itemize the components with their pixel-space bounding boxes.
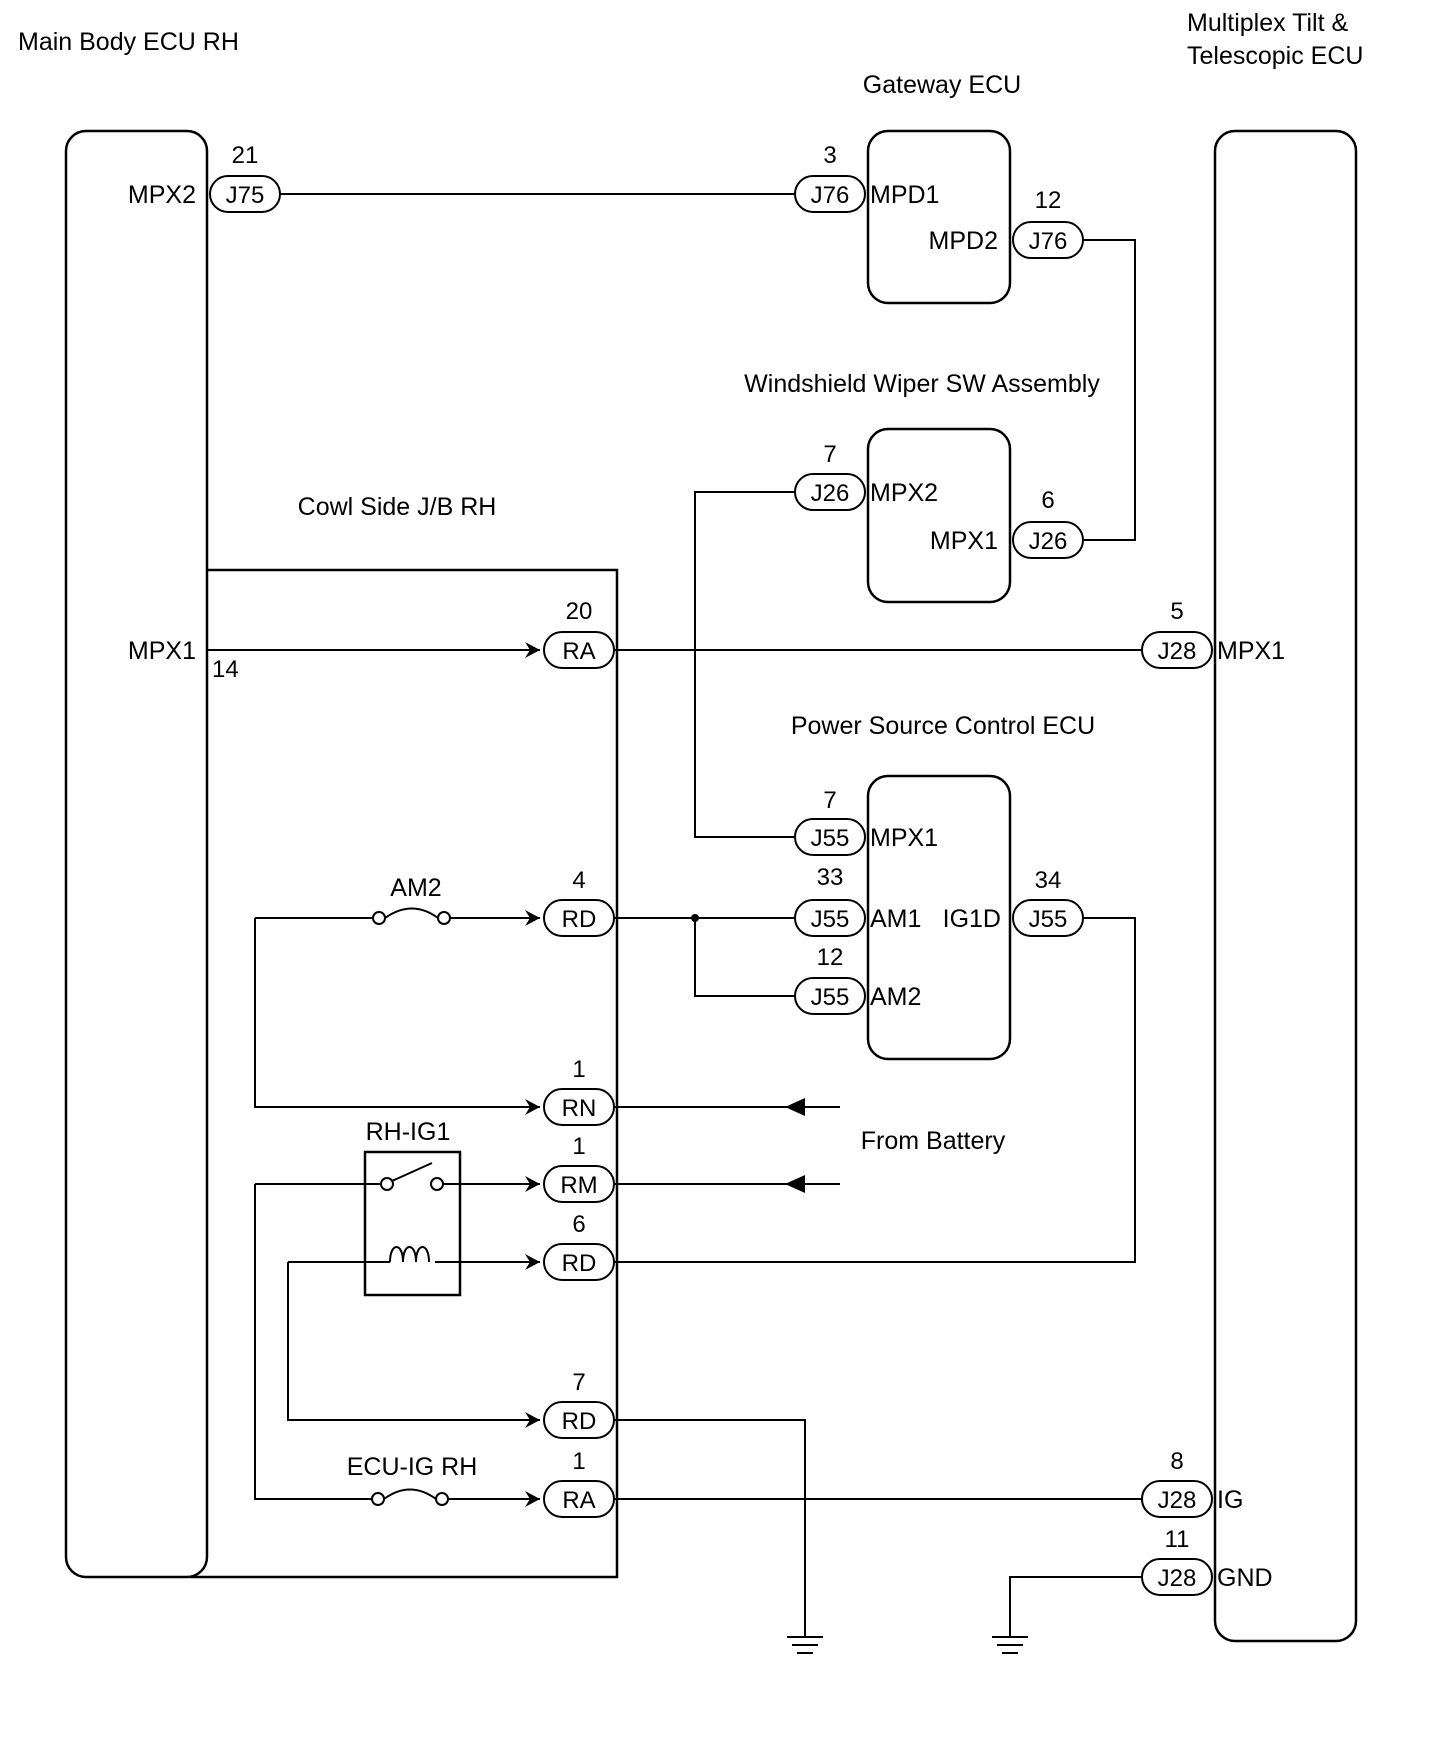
terminal-label: IG1D — [943, 905, 1001, 933]
wires — [207, 193, 1142, 1637]
pin-number: 14 — [212, 656, 239, 683]
wiper-sw-title: Windshield Wiper SW Assembly — [744, 370, 1100, 398]
connector-rd-6: RD — [543, 1243, 615, 1281]
gateway-ecu-box — [866, 129, 1012, 305]
power-source-ecu-title: Power Source Control ECU — [791, 712, 1095, 740]
wiper-sw-box — [866, 427, 1012, 604]
cowl-jb-title: Cowl Side J/B RH — [298, 493, 497, 521]
connector-rn-1: RN — [543, 1088, 615, 1126]
svg-text:J75: J75 — [226, 182, 265, 209]
pin-number: 5 — [1170, 598, 1183, 625]
terminal-label: MPX1 — [930, 527, 998, 555]
terminal-label: GND — [1217, 1564, 1273, 1592]
cowl-jb-outline — [190, 568, 619, 1579]
connector-rd-7: RD — [543, 1401, 615, 1439]
terminal-label: MPX1 — [870, 824, 938, 852]
gateway-ecu-title: Gateway ECU — [863, 71, 1021, 99]
connector-j26-mpx2: J26 — [794, 473, 866, 511]
terminal-label: MPX2 — [870, 479, 938, 507]
terminal-label: AM1 — [870, 905, 921, 933]
power-source-ecu-box — [866, 774, 1012, 1061]
multiplex-ecu-box — [1213, 129, 1358, 1643]
rh-ig1-relay-box — [363, 1150, 462, 1297]
pin-number: 4 — [572, 867, 585, 894]
multiplex-ecu-title-line1: Multiplex Tilt & — [1187, 9, 1348, 37]
connector-j28-gnd: J28 — [1141, 1558, 1213, 1596]
connector-j55-mpx1: J55 — [794, 818, 866, 856]
relay-switch-contact — [380, 1162, 444, 1191]
multiplex-ecu-title-line2: Telescopic ECU — [1187, 42, 1363, 70]
connector-j55-ig1d: J55 — [1012, 899, 1084, 937]
pin-number: 6 — [572, 1211, 585, 1238]
terminal-label: MPX1 — [1217, 637, 1285, 665]
from-battery-label: From Battery — [861, 1127, 1006, 1155]
svg-text:RM: RM — [560, 1172, 597, 1199]
am2-fuse-label: AM2 — [390, 874, 441, 902]
am2-fuse-symbol — [372, 907, 451, 925]
svg-text:RA: RA — [562, 638, 595, 665]
connector-ra-1: RA — [543, 1480, 615, 1518]
connector-j75: J75 — [209, 175, 281, 213]
pin-number: 34 — [1035, 867, 1062, 894]
pin-number: 12 — [817, 944, 844, 971]
pin-number: 12 — [1035, 187, 1062, 214]
svg-text:RD: RD — [562, 1408, 597, 1435]
connector-j26-mpx1: J26 — [1012, 521, 1084, 559]
terminal-label: MPX1 — [128, 637, 196, 665]
connector-j55-am1: J55 — [794, 899, 866, 937]
ecu-ig-rh-fuse-symbol — [371, 1488, 449, 1506]
terminal-label: AM2 — [870, 983, 921, 1011]
ecu-ig-rh-fuse-label: ECU-IG RH — [347, 1453, 478, 1481]
connector-j76-mpd2: J76 — [1012, 221, 1084, 259]
svg-text:J76: J76 — [1029, 228, 1068, 255]
pin-number: 6 — [1041, 487, 1054, 514]
connector-rm-1: RM — [543, 1165, 615, 1203]
main-body-ecu-box — [64, 129, 209, 1579]
main-body-ecu-title: Main Body ECU RH — [18, 28, 239, 56]
svg-text:J55: J55 — [811, 825, 850, 852]
svg-text:RN: RN — [562, 1095, 597, 1122]
terminal-label: MPD2 — [929, 227, 998, 255]
svg-text:J28: J28 — [1158, 1565, 1197, 1592]
svg-text:RD: RD — [562, 1250, 597, 1277]
connector-j28-mpx1: J28 — [1141, 631, 1213, 669]
terminal-label: MPD1 — [870, 181, 939, 209]
connector-j76-mpd1: J76 — [794, 175, 866, 213]
pin-number: 33 — [817, 864, 844, 891]
pin-number: 21 — [232, 142, 259, 169]
ground-symbol — [992, 1636, 1028, 1654]
pin-number: 1 — [572, 1448, 585, 1475]
svg-text:J55: J55 — [811, 984, 850, 1011]
pin-number: 7 — [823, 787, 836, 814]
terminal-label: IG — [1217, 1486, 1243, 1514]
connector-rd-4: RD — [543, 899, 615, 937]
pin-number: 7 — [572, 1369, 585, 1396]
connector-j55-am2: J55 — [794, 977, 866, 1015]
svg-text:J28: J28 — [1158, 1487, 1197, 1514]
connector-j28-ig: J28 — [1141, 1480, 1213, 1518]
pin-number: 20 — [566, 598, 593, 625]
relay-coil — [389, 1246, 430, 1263]
ground-symbol — [787, 1636, 823, 1654]
svg-text:J28: J28 — [1158, 638, 1197, 665]
svg-text:J55: J55 — [1029, 906, 1068, 933]
svg-text:J76: J76 — [811, 182, 850, 209]
pin-number: 7 — [823, 441, 836, 468]
wire-arrows — [525, 642, 805, 1507]
pin-number: 3 — [823, 142, 836, 169]
svg-text:J26: J26 — [811, 480, 850, 507]
pin-number: 1 — [572, 1056, 585, 1083]
svg-text:RD: RD — [562, 906, 597, 933]
pin-number: 11 — [1165, 1526, 1190, 1553]
pin-number: 1 — [572, 1133, 585, 1160]
svg-text:RA: RA — [562, 1487, 595, 1514]
connector-ra-20: RA — [543, 631, 615, 669]
terminal-label: MPX2 — [128, 181, 196, 209]
svg-text:J26: J26 — [1029, 528, 1068, 555]
rh-ig1-relay-label: RH-IG1 — [366, 1118, 451, 1146]
pin-number: 8 — [1170, 1448, 1183, 1475]
svg-text:J55: J55 — [811, 906, 850, 933]
splice-dot — [691, 914, 699, 922]
